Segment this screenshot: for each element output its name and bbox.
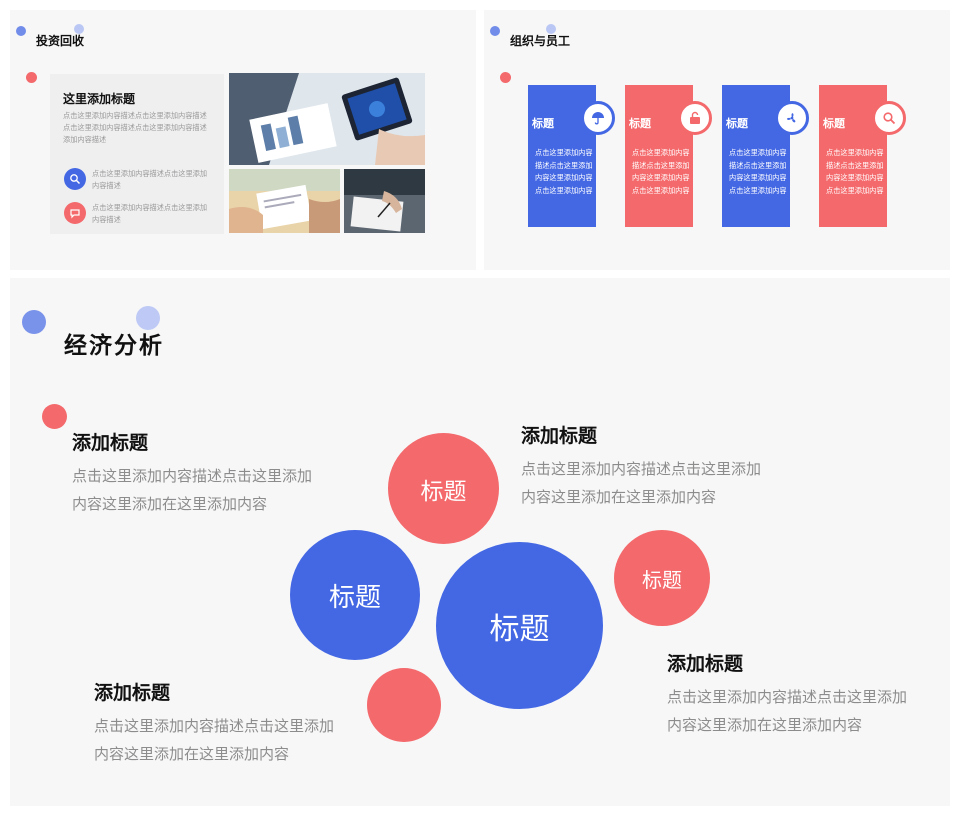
column-body: 点击这里添加内容描述点击这里添加内容这里添加内容点击这里添加内容 xyxy=(729,148,787,196)
card-body: 点击这里添加内容描述点击这里添加内容描述点击这里添加内容描述点击这里添加内容描述… xyxy=(63,111,207,144)
photo-tablet xyxy=(229,73,425,165)
column-card: 标题 点击这里添加内容描述点击这里添加内容这里添加内容点击这里添加内容 xyxy=(722,85,809,227)
slide-title: 经济分析 xyxy=(64,333,164,359)
decor-dot xyxy=(26,72,37,83)
magnifier-icon xyxy=(64,168,86,190)
column-heading: 标题 xyxy=(629,117,651,130)
list-item-text: 点击这里添加内容描述点击这里添加内容描述 xyxy=(92,169,208,190)
search-icon xyxy=(872,101,906,135)
text-card: 这里添加标题 点击这里添加内容描述点击这里添加内容描述点击这里添加内容描述点击这… xyxy=(50,74,224,234)
list-item-text: 点击这里添加内容描述点击这里添加内容描述 xyxy=(92,203,208,224)
column-heading: 标题 xyxy=(726,117,748,130)
list-item: 点击这里添加内容描述点击这里添加内容描述 xyxy=(64,202,208,226)
bubble: 标题 xyxy=(436,542,603,709)
bubble: 标题 xyxy=(614,530,710,626)
column-heading: 标题 xyxy=(532,117,554,130)
decor-dot xyxy=(136,306,160,330)
decor-dot xyxy=(74,24,84,34)
text-block: 添加标题 点击这里添加内容描述点击这里添加内容这里添加在这里添加内容 xyxy=(94,678,334,768)
card-heading: 这里添加标题 xyxy=(63,92,136,106)
text-block: 添加标题 点击这里添加内容描述点击这里添加内容这里添加在这里添加内容 xyxy=(521,421,761,511)
bubble xyxy=(367,668,441,742)
photo-signing xyxy=(344,169,425,233)
text-block: 添加标题 点击这里添加内容描述点击这里添加内容这里添加在这里添加内容 xyxy=(72,428,312,518)
decor-dot xyxy=(546,24,556,34)
slide-organization-staff[interactable]: 组织与员工 标题 点击这里添加内容描述点击这里添加内容这里添加内容点击这里添加内… xyxy=(484,10,950,270)
block-body: 点击这里添加内容描述点击这里添加内容这里添加在这里添加内容 xyxy=(72,467,313,513)
decor-dot xyxy=(42,404,67,429)
column-body: 点击这里添加内容描述点击这里添加内容这里添加内容点击这里添加内容 xyxy=(535,148,593,196)
slide-economic-analysis[interactable]: 经济分析 添加标题 点击这里添加内容描述点击这里添加内容这里添加在这里添加内容 … xyxy=(10,278,950,806)
bubble: 标题 xyxy=(290,530,420,660)
column-card: 标题 点击这里添加内容描述点击这里添加内容这里添加内容点击这里添加内容 xyxy=(819,85,906,227)
photo-documents xyxy=(229,169,340,233)
column-card: 标题 点击这里添加内容描述点击这里添加内容这里添加内容点击这里添加内容 xyxy=(528,85,615,227)
block-heading: 添加标题 xyxy=(72,432,149,454)
decor-dot xyxy=(490,26,500,36)
block-body: 点击这里添加内容描述点击这里添加内容这里添加在这里添加内容 xyxy=(521,460,762,506)
slide-investment-recovery[interactable]: 投资回收 这里添加标题 点击这里添加内容描述点击这里添加内容描述点击这里添加内容… xyxy=(10,10,476,270)
fan-icon xyxy=(775,101,809,135)
slide-title: 投资回收 xyxy=(36,34,85,48)
block-heading: 添加标题 xyxy=(667,653,744,675)
decor-dot xyxy=(22,310,46,334)
decor-dot xyxy=(500,72,511,83)
column-body: 点击这里添加内容描述点击这里添加内容这里添加内容点击这里添加内容 xyxy=(632,148,690,196)
block-body: 点击这里添加内容描述点击这里添加内容这里添加在这里添加内容 xyxy=(94,717,335,763)
column-heading: 标题 xyxy=(823,117,845,130)
block-heading: 添加标题 xyxy=(521,425,598,447)
bubble: 标题 xyxy=(388,433,499,544)
block-body: 点击这里添加内容描述点击这里添加内容这里添加在这里添加内容 xyxy=(667,688,908,734)
decor-dot xyxy=(16,26,26,36)
umbrella-icon xyxy=(581,101,615,135)
slide-title: 组织与员工 xyxy=(510,34,571,48)
text-block: 添加标题 点击这里添加内容描述点击这里添加内容这里添加在这里添加内容 xyxy=(667,649,907,739)
block-heading: 添加标题 xyxy=(94,682,171,704)
chat-icon xyxy=(64,202,86,224)
unlock-icon xyxy=(678,101,712,135)
column-card: 标题 点击这里添加内容描述点击这里添加内容这里添加内容点击这里添加内容 xyxy=(625,85,712,227)
list-item: 点击这里添加内容描述点击这里添加内容描述 xyxy=(64,168,208,192)
column-body: 点击这里添加内容描述点击这里添加内容这里添加内容点击这里添加内容 xyxy=(826,148,884,196)
